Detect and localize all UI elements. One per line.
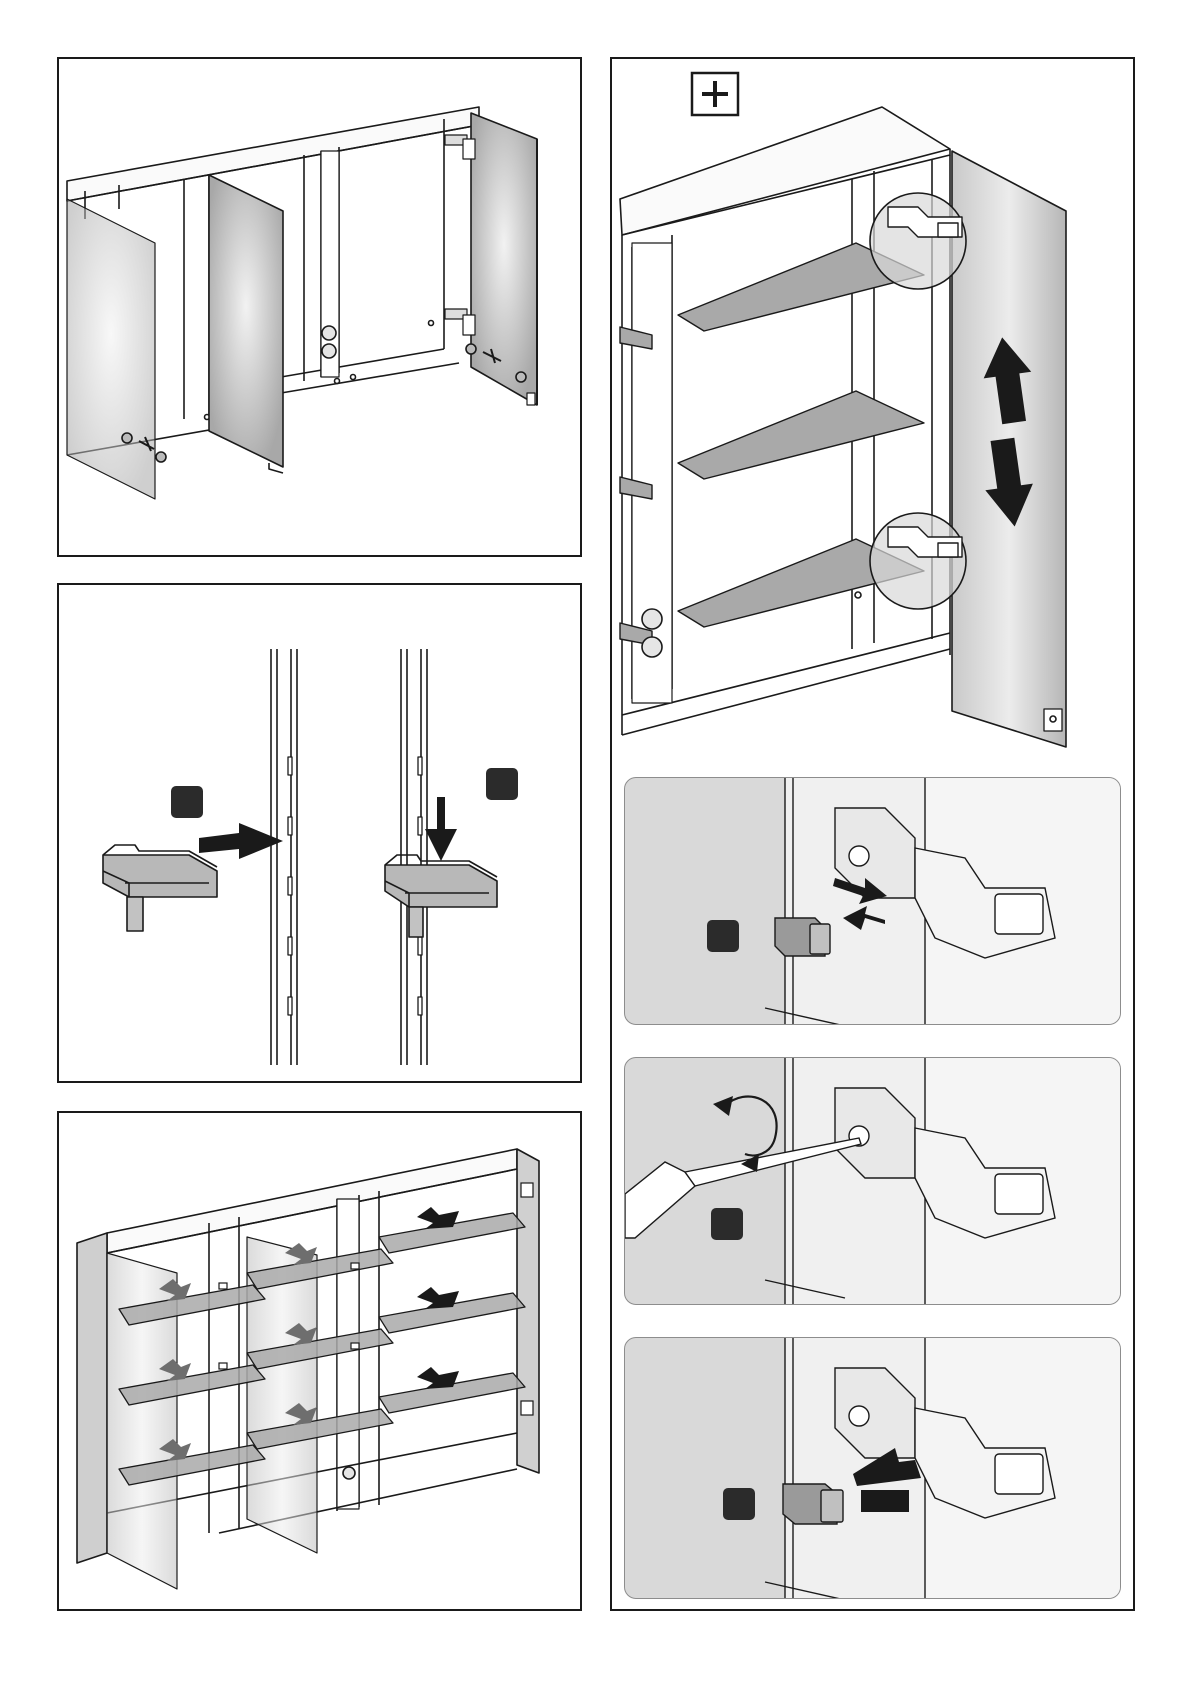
plus-icon bbox=[692, 73, 738, 115]
cabinet-doors-illustration bbox=[59, 59, 580, 555]
panel-mounting-doors bbox=[57, 57, 582, 557]
step-marker-2 bbox=[711, 1208, 743, 1240]
support-clip-icon bbox=[103, 845, 217, 931]
shelf-group bbox=[119, 1213, 525, 1485]
cap-icon bbox=[783, 1484, 843, 1524]
panel-shelves-inserted bbox=[57, 1111, 582, 1611]
step-marker-1 bbox=[707, 920, 739, 952]
step-marker-3 bbox=[723, 1488, 755, 1520]
rotate-icon bbox=[725, 1096, 777, 1155]
step-marker-b bbox=[486, 768, 518, 800]
panel-shelf-support-insertion bbox=[57, 583, 582, 1083]
step-marker-a bbox=[171, 786, 203, 818]
substep-turn-screw bbox=[624, 1057, 1121, 1305]
substep-refit-cap bbox=[624, 1337, 1121, 1599]
substep-remove-cap bbox=[624, 777, 1121, 1025]
shelves-illustration bbox=[59, 1113, 580, 1609]
shelf-support-illustration bbox=[59, 585, 580, 1081]
cabinet-hinge-illustration bbox=[612, 59, 1133, 749]
panel-hinge-adjustment bbox=[610, 57, 1135, 1611]
cap-icon bbox=[775, 918, 830, 956]
